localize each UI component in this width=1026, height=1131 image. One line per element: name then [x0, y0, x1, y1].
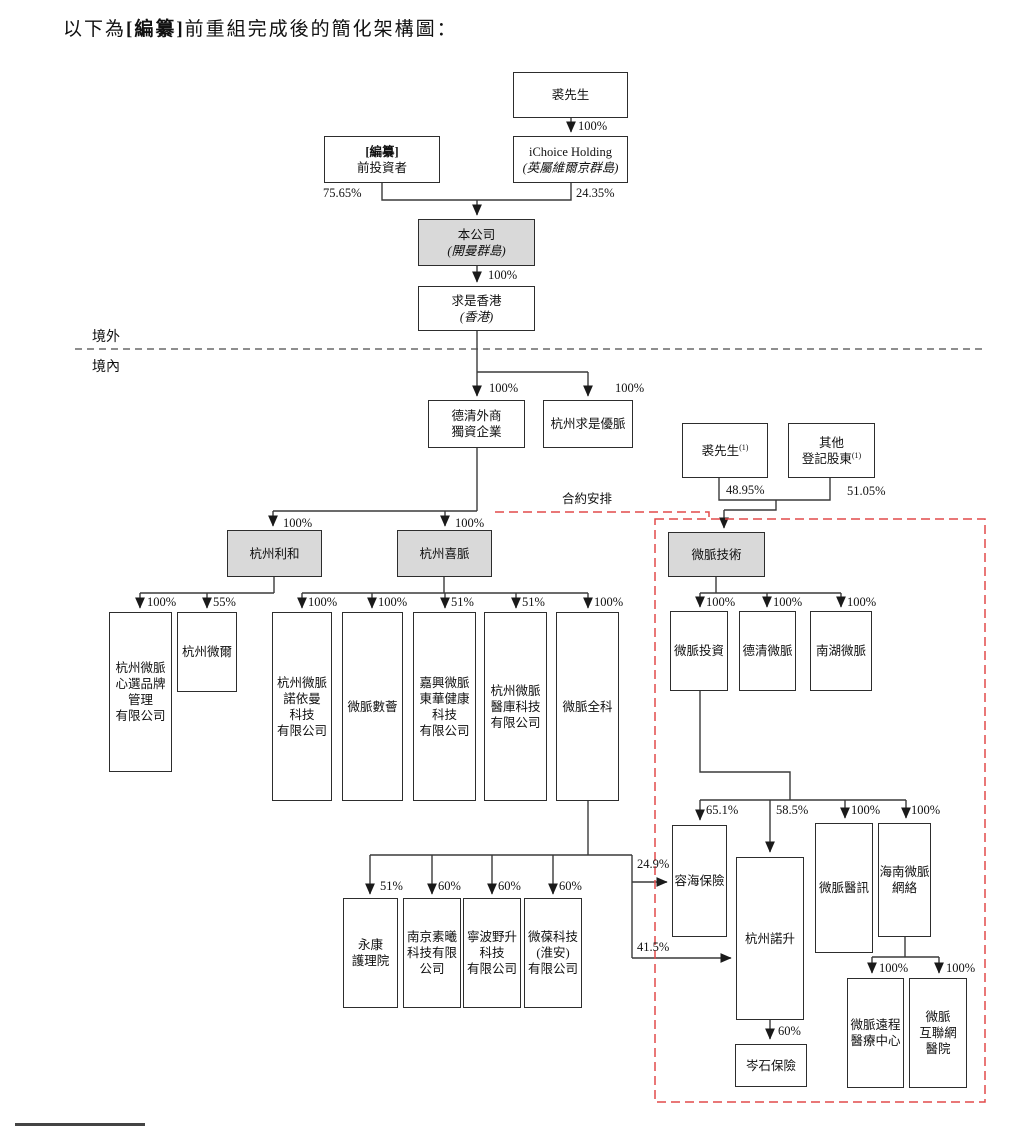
- node-jiaxing-weimai-donghua: 嘉興微脈 東華健康 科技 有限公司: [413, 612, 476, 801]
- pct-qshk-to-wfoe: 100%: [489, 381, 519, 395]
- pct-yixun: 100%: [851, 803, 881, 817]
- node-weimai-yixun: 微脈醫訊: [815, 823, 873, 953]
- node-hangzhou-weimai-yiku: 杭州微脈 醫庫科技 有限公司: [484, 612, 547, 801]
- pct-hulianwang: 100%: [946, 961, 976, 975]
- node-weimai-quanke: 微脈全科: [556, 612, 619, 801]
- node-hangzhou-nuosheng: 杭州諾升: [736, 857, 804, 1020]
- pct-shuhui: 100%: [378, 595, 408, 609]
- node-nanjing-suxi: 南京素曦 科技有限 公司: [403, 898, 461, 1008]
- pct-lihe: 100%: [283, 516, 313, 530]
- node-the-company: 本公司 (開曼群島): [418, 219, 535, 266]
- node-deqing-wfoe: 德清外商 獨資企業: [428, 400, 525, 448]
- pct-censhi: 60%: [778, 1024, 801, 1038]
- pct-quanke-to-nuosheng: 41.5%: [637, 940, 670, 954]
- node-weimai-internet-hospital: 微脈 互聯網 醫院: [909, 978, 967, 1088]
- pct-invest: 100%: [706, 595, 736, 609]
- pct-mr-qiu: 48.95%: [726, 483, 765, 497]
- node-other-registered-shareholders: 其他 登記股東(1): [788, 423, 875, 478]
- node-deqing-weimai: 德清微脈: [739, 611, 796, 691]
- node-ichoice-holding: iChoice Holding (英屬維爾京群島): [513, 136, 628, 183]
- pct-xinxuan: 100%: [147, 595, 177, 609]
- pct-weier: 55%: [213, 595, 236, 609]
- pct-nuosheng: 58.5%: [776, 803, 809, 817]
- pct-yongkang: 51%: [380, 879, 403, 893]
- node-qiushi-hongkong: 求是香港 (香港): [418, 286, 535, 331]
- node-ronghai-insurance: 容海保險: [672, 825, 727, 937]
- node-nanhu-weimai: 南湖微脈: [810, 611, 872, 691]
- pct-weibao: 60%: [559, 879, 582, 893]
- pct-donghua: 51%: [451, 595, 474, 609]
- label-offshore: 境外: [92, 330, 120, 345]
- label-contractual-arrangements: 合約安排: [562, 492, 613, 506]
- node-hangzhou-weier: 杭州微爾: [177, 612, 237, 692]
- page-title: 以下為[編纂]前重組完成後的簡化架構圖：: [63, 19, 458, 40]
- node-pre-ipo-investors: [編纂] 前投資者: [324, 136, 440, 183]
- node-yongkang-nursing-home: 永康 護理院: [343, 898, 398, 1008]
- pct-nanhu: 100%: [847, 595, 877, 609]
- node-weimai-investment: 微脈投資: [670, 611, 728, 691]
- node-mr-qiu-onshore: 裘先生(1): [682, 423, 768, 478]
- node-hainan-weimai-network: 海南微脈 網絡: [878, 823, 931, 937]
- pct-quanke: 100%: [594, 595, 624, 609]
- pct-yiku: 51%: [522, 595, 545, 609]
- label-onshore: 境內: [92, 360, 120, 375]
- node-mr-qiu: 裘先生: [513, 72, 628, 118]
- pct-quanke-to-ronghai: 24.9%: [637, 857, 670, 871]
- pct-qshk-to-youmai: 100%: [615, 381, 645, 395]
- pct-ximai: 100%: [455, 516, 485, 530]
- pct-hainan: 100%: [911, 803, 941, 817]
- node-censhi-insurance: 岑石保險: [735, 1044, 807, 1087]
- pct-nuoyiman: 100%: [308, 595, 338, 609]
- pct-ningbo: 60%: [498, 879, 521, 893]
- node-weimai-shuhui: 微脈數薈: [342, 612, 403, 801]
- pct-yuancheng: 100%: [879, 961, 909, 975]
- pct-company-to-qshk: 100%: [488, 268, 518, 282]
- pct-pre-investors: 75.65%: [323, 186, 362, 200]
- node-weimai-technology: 微脈技術: [668, 532, 765, 577]
- pct-qiu-to-ichoice: 100%: [578, 119, 608, 133]
- pct-ichoice: 24.35%: [576, 186, 615, 200]
- pct-deqing-weimai: 100%: [773, 595, 803, 609]
- node-hangzhou-weimai-xinxuan: 杭州微脈 心選品牌 管理 有限公司: [109, 612, 172, 772]
- node-weimai-remote-medical-center: 微脈遠程 醫療中心: [847, 978, 904, 1088]
- pct-other-shareholders: 51.05%: [847, 484, 886, 498]
- pct-ronghai: 65.1%: [706, 803, 739, 817]
- node-hangzhou-qiushi-youmai: 杭州求是優脈: [543, 400, 633, 448]
- node-ningbo-yesheng: 寧波野升 科技 有限公司: [463, 898, 521, 1008]
- node-hangzhou-ximai: 杭州喜脈: [397, 530, 492, 577]
- node-weibao-technology: 微葆科技 (淮安) 有限公司: [524, 898, 582, 1008]
- footnote-rule: [15, 1123, 145, 1126]
- node-hangzhou-weimai-nuoyiman: 杭州微脈 諾依曼 科技 有限公司: [272, 612, 332, 801]
- node-hangzhou-lihe: 杭州利和: [227, 530, 322, 577]
- pct-nanjing: 60%: [438, 879, 461, 893]
